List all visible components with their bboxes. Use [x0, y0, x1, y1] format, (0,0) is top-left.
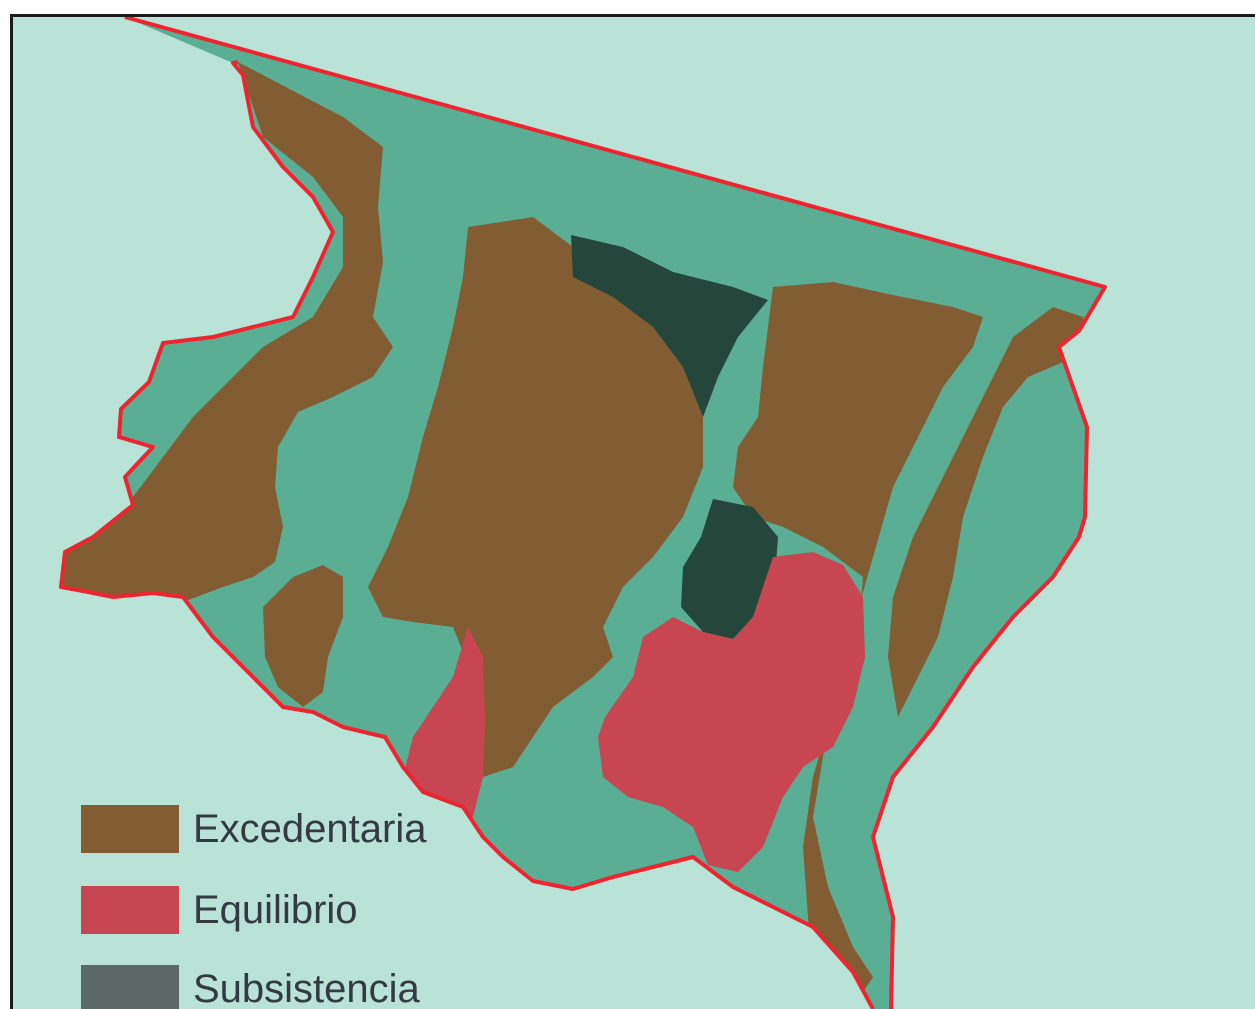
- legend-label-excedentaria: Excedentaria: [193, 807, 427, 851]
- legend-swatch-subsistencia: [81, 965, 179, 1009]
- legend-swatch-excedentaria: [81, 805, 179, 853]
- legend-swatch-equilibrio: [81, 886, 179, 934]
- subsistencia-zone-north: [571, 235, 768, 417]
- legend-item-subsistencia: Subsistencia: [81, 965, 501, 1009]
- legend-item-equilibrio: Equilibrio: [81, 886, 501, 934]
- excedentaria-zone-east: [733, 282, 983, 1009]
- excedentaria-zone-west: [61, 62, 393, 607]
- legend-item-excedentaria: Excedentaria: [81, 805, 501, 853]
- map-frame: Excedentaria Equilibrio Subsistencia: [10, 14, 1255, 1009]
- map-canvas: [13, 17, 1255, 1009]
- excedentaria-zone-west-lobe: [263, 565, 343, 707]
- legend-label-subsistencia: Subsistencia: [193, 967, 420, 1009]
- excedentaria-zone-far-east: [888, 307, 1085, 717]
- legend-label-equilibrio: Equilibrio: [193, 888, 358, 932]
- equilibrio-zone-southwest: [403, 627, 485, 827]
- province-border: [59, 17, 1107, 1009]
- excedentaria-zone-central: [368, 217, 703, 777]
- equilibrio-zone-main: [598, 552, 865, 872]
- subsistencia-zone-center: [681, 499, 778, 639]
